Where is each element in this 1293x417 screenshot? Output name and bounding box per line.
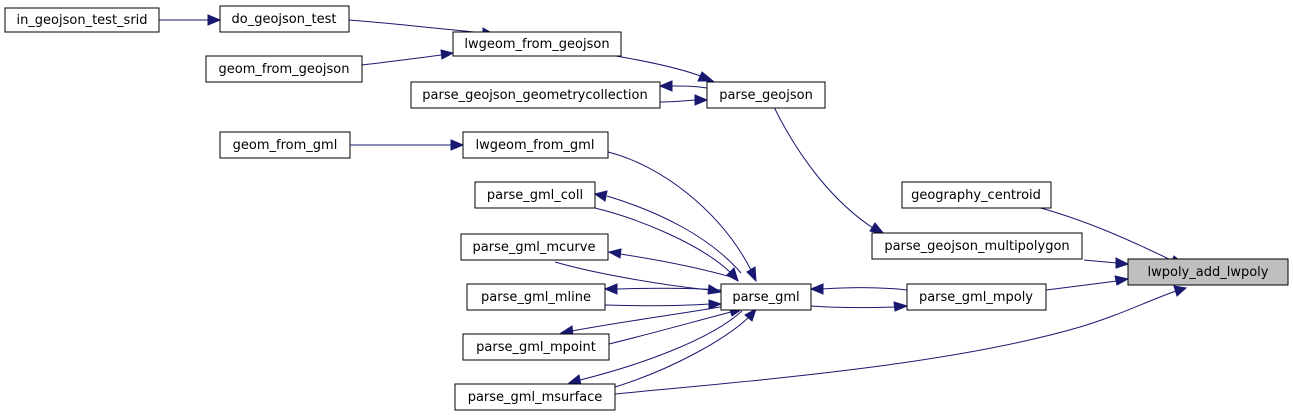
node-do-geojson-test[interactable]: do_geojson_test [219,5,350,33]
node-label: geom_from_gml [233,138,338,153]
edge-lwgeom-from-gml-to-geom-from-gml [350,139,465,151]
node-lwgeom-from-gml[interactable]: lwgeom_from_gml [462,131,609,159]
edge-parse-gml-mline-to-parse-gml [604,299,723,310]
node-parse-gml[interactable]: parse_gml [720,283,812,311]
node-label: parse_gml_mpoly [919,290,1033,305]
node-parse-gml-mline[interactable]: parse_gml_mline [466,283,606,311]
node-label: parse_gml [732,290,799,305]
node-parse-gml-mpoly[interactable]: parse_gml_mpoly [906,283,1047,311]
edge-parse-geojson-geometrycollection-to-parse-geojson [659,94,709,106]
node-label: geom_from_geojson [219,62,350,77]
node-label: do_geojson_test [232,12,337,27]
edge-parse-gml-to-parse-gml-coll [593,190,742,274]
edge-parse-gml-to-parse-gml-mline [603,283,722,295]
node-label: parse_gml_msurface [468,390,603,405]
node-in-geojson-test-srid[interactable]: in_geojson_test_srid [4,7,160,33]
edge-parse-geojson-multipolygon-to-parse-geojson [773,106,886,235]
edges [159,14,1188,395]
node-parse-gml-coll[interactable]: parse_gml_coll [474,181,596,209]
node-parse-gml-msurface[interactable]: parse_gml_msurface [454,383,616,411]
node-label: lwgeom_from_geojson [464,37,609,52]
node-geom-from-gml[interactable]: geom_from_gml [219,131,351,159]
node-label: parse_gml_coll [487,188,583,203]
node-label: parse_geojson_geometrycollection [422,88,648,103]
node-lwpoly-add-lwpoly[interactable]: lwpoly_add_lwpoly [1127,258,1289,286]
node-label: geography_centroid [911,188,1041,203]
node-label: lwgeom_from_gml [476,138,595,153]
edge-parse-gml-to-lwgeom-from-gml [607,151,757,283]
node-parse-gml-mpoint[interactable]: parse_gml_mpoint [462,333,610,361]
edge-parse-gml-to-parse-gml-mcurve [607,248,736,279]
node-parse-geojson-multipolygon[interactable]: parse_geojson_multipolygon [871,232,1083,260]
edge-parse-gml-coll-to-parse-gml [594,207,739,283]
edge-parse-gml-msurface-to-parse-gml [614,307,757,388]
edge-parse-gml-to-parse-gml-mpoly [810,301,909,312]
edge-lwpoly-add-lwpoly-to-parse-gml-msurface [614,285,1188,395]
node-label: lwpoly_add_lwpoly [1148,265,1269,280]
edge-parse-geojson-to-parse-geojson-geometrycollection [658,80,708,92]
node-label: parse_geojson_multipolygon [884,239,1069,254]
edge-parse-gml-mpoly-to-parse-gml [809,283,908,295]
node-label: parse_gml_mcurve [473,240,596,255]
edge-lwpoly-add-lwpoly-to-parse-gml-mpoly [1045,275,1130,291]
node-parse-gml-mcurve[interactable]: parse_gml_mcurve [460,233,609,261]
nodes: in_geojson_test_srid do_geojson_test lwg… [4,5,1289,411]
edge-parse-geojson-to-lwgeom-from-geojson [609,54,715,82]
node-geography-centroid[interactable]: geography_centroid [901,181,1052,209]
node-label: in_geojson_test_srid [16,13,147,28]
node-label: parse_geojson [719,88,813,103]
node-parse-geojson-geometrycollection[interactable]: parse_geojson_geometrycollection [410,81,661,109]
edge-do-geojson-test-to-in-geojson-test-srid [159,14,222,26]
edge-lwgeom-from-geojson-to-geom-from-geojson [361,49,455,66]
node-lwgeom-from-geojson[interactable]: lwgeom_from_geojson [452,31,622,57]
node-label: parse_gml_mline [481,290,591,305]
node-parse-geojson[interactable]: parse_geojson [706,81,826,109]
node-label: parse_gml_mpoint [476,340,596,355]
node-geom-from-geojson[interactable]: geom_from_geojson [205,55,363,83]
edge-lwpoly-add-lwpoly-to-parse-geojson-multipolygon [1083,257,1130,269]
